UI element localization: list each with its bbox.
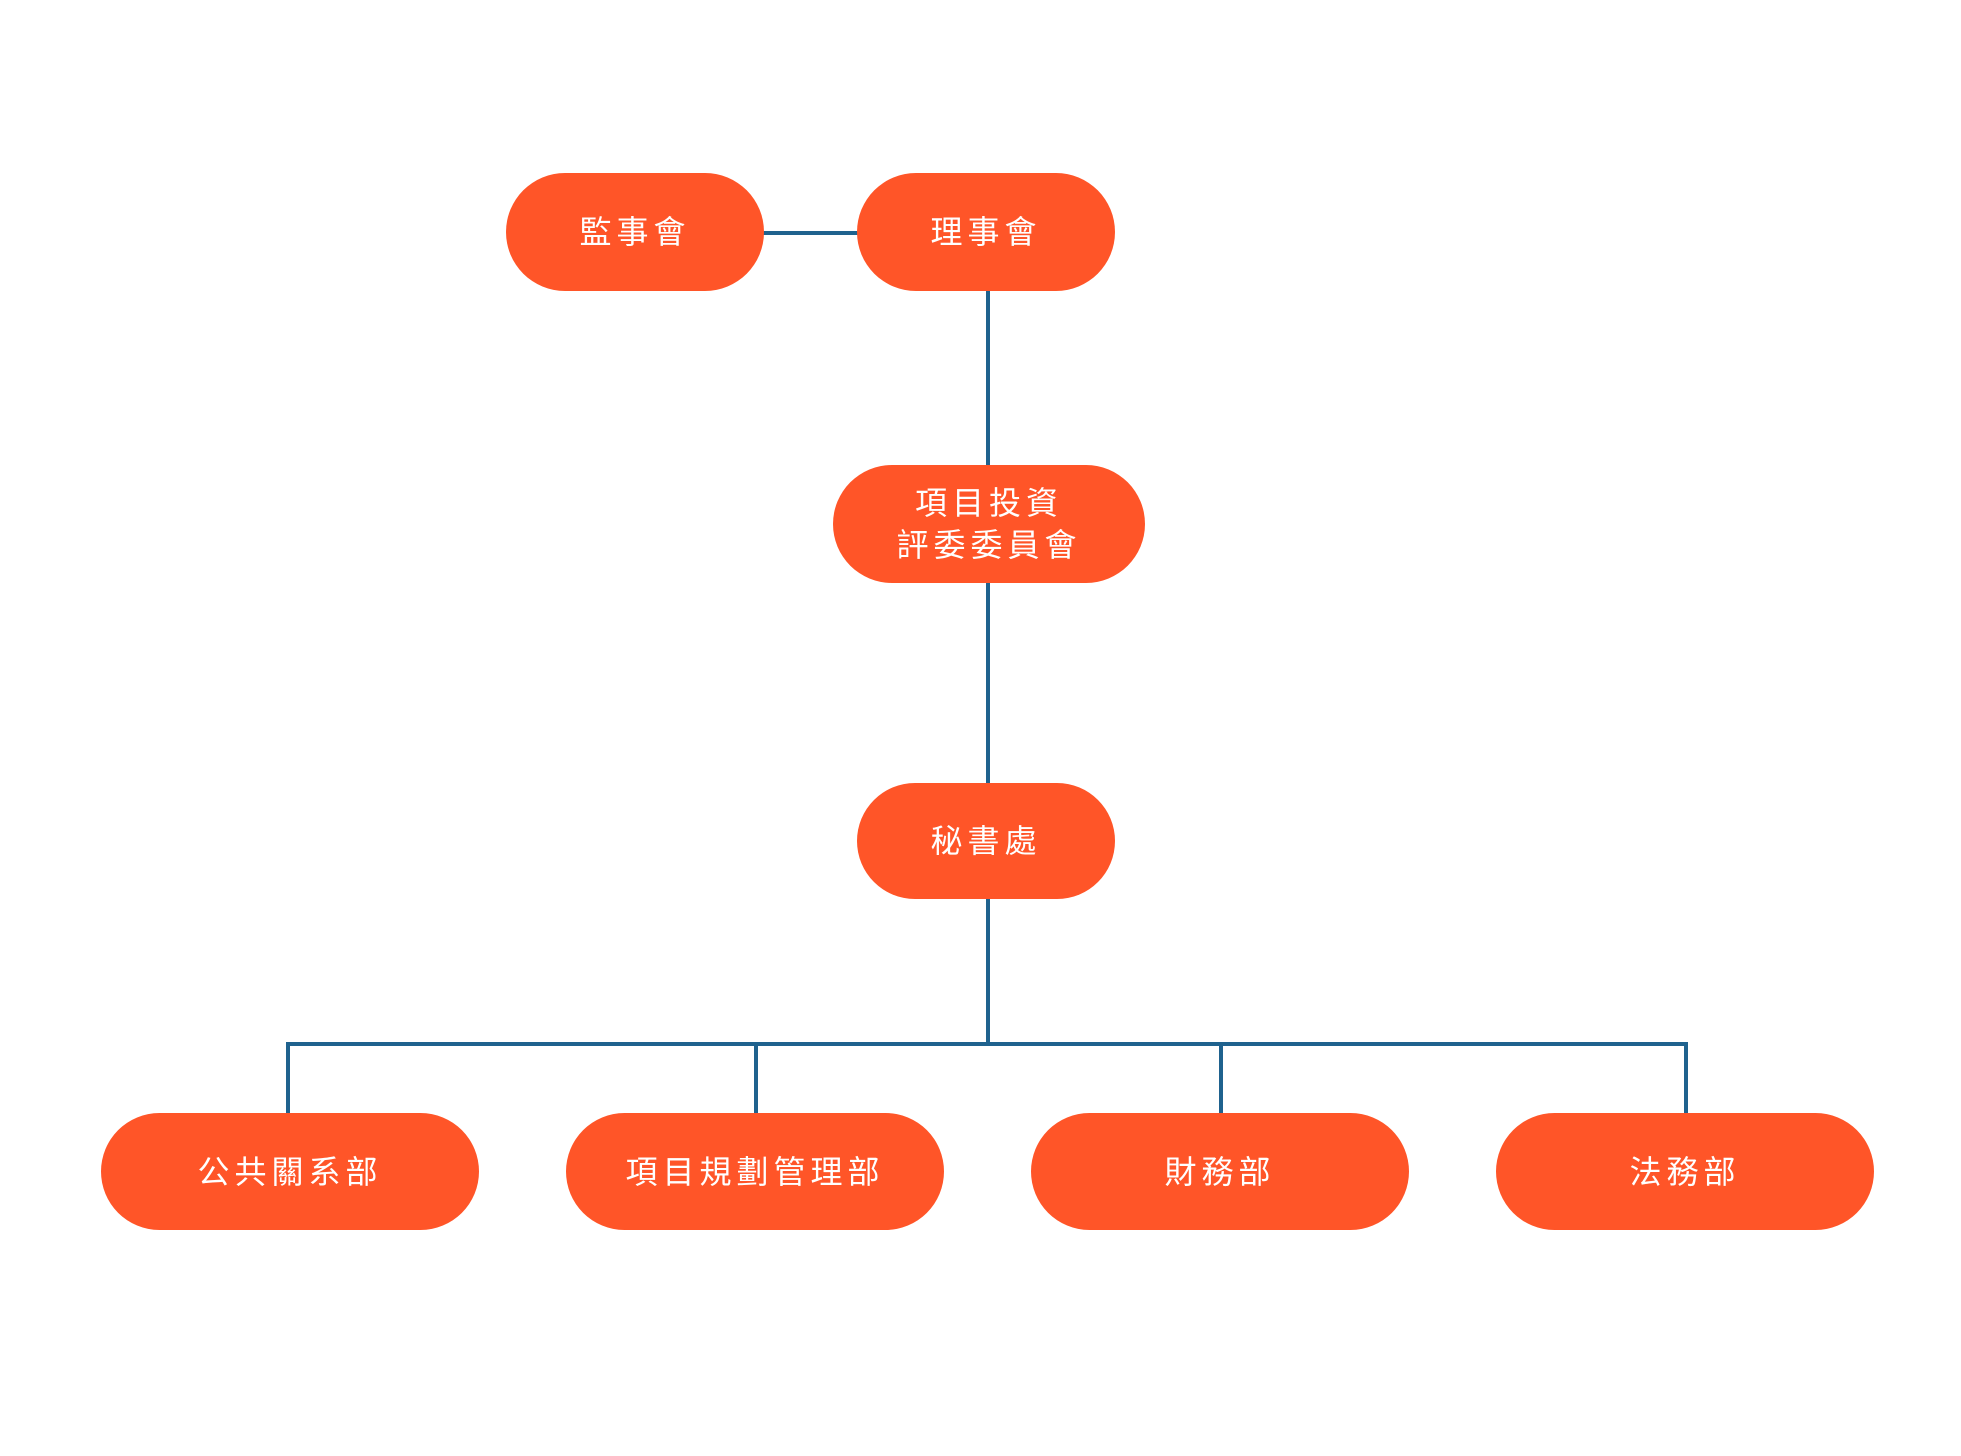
connector-to-public-relations — [286, 1042, 290, 1114]
node-public-relations: 公共關系部 — [101, 1113, 479, 1230]
node-supervisory-board: 監事會 — [506, 173, 764, 291]
node-label-line-1: 項目投資 — [914, 484, 1063, 522]
node-label: 理事會 — [930, 213, 1042, 251]
node-finance: 財務部 — [1031, 1113, 1409, 1230]
connector-committee-to-secretariat — [986, 582, 990, 784]
connector-department-bus — [286, 1042, 1688, 1046]
node-label: 財務部 — [1164, 1152, 1276, 1191]
node-secretariat: 秘書處 — [857, 783, 1115, 899]
connector-to-finance — [1219, 1042, 1223, 1114]
connector-secretariat-trunk — [986, 898, 990, 1046]
node-label-line-2: 評委委員會 — [896, 526, 1082, 564]
connector-supervisory-to-board — [762, 231, 858, 235]
connector-to-legal — [1684, 1042, 1688, 1114]
node-label: 監事會 — [579, 213, 691, 251]
node-project-planning: 項目規劃管理部 — [566, 1113, 944, 1230]
node-label: 項目規劃管理部 — [625, 1152, 885, 1191]
node-label: 公共關系部 — [197, 1152, 383, 1191]
node-label: 秘書處 — [930, 822, 1042, 860]
node-investment-committee: 項目投資 評委委員會 — [833, 465, 1145, 583]
connector-board-to-committee — [986, 290, 990, 466]
node-legal: 法務部 — [1496, 1113, 1874, 1230]
node-label: 法務部 — [1629, 1152, 1741, 1191]
node-board-of-directors: 理事會 — [857, 173, 1115, 291]
connector-to-project-planning — [754, 1042, 758, 1114]
